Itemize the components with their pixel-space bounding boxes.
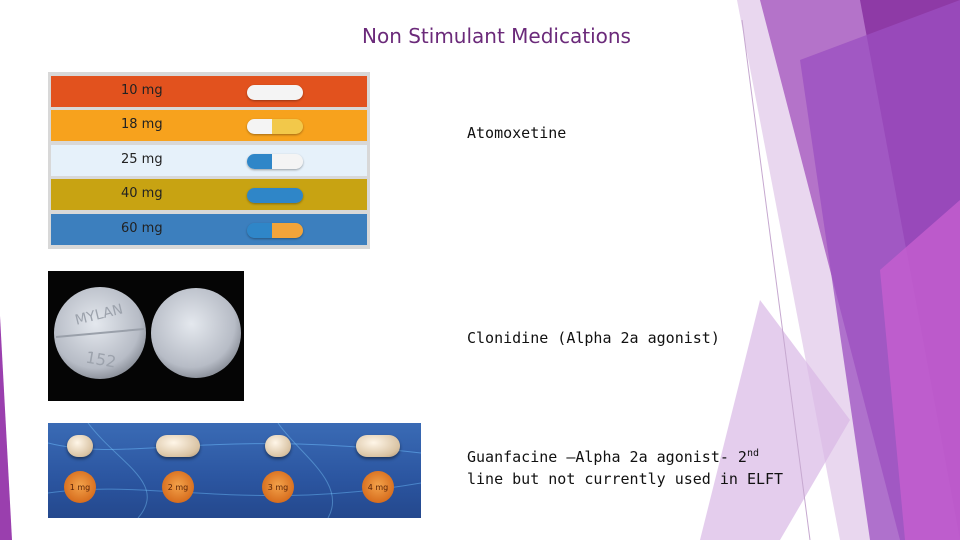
atomoxetine-label: Atomoxetine xyxy=(467,124,567,142)
dose-row: 40 mg xyxy=(51,179,367,211)
guanfacine-photo: 1 mg 2 mg 3 mg 4 mg xyxy=(48,423,421,518)
dose-row: 60 mg xyxy=(51,213,367,245)
slide-title: Non Stimulant Medications xyxy=(362,24,631,48)
dose-label: 10 mg xyxy=(121,83,163,98)
guanfacine-pill xyxy=(356,435,400,457)
guanfacine-dose-badge: 3 mg xyxy=(262,471,294,503)
dose-label: 25 mg xyxy=(121,151,163,167)
atomoxetine-dose-chart: 10 mg 18 mg 25 mg 40 mg 60 mg xyxy=(48,72,370,249)
guanfacine-dose-badge: 1 mg xyxy=(64,471,96,503)
clonidine-tablets-image: MYLAN 152 xyxy=(54,287,241,379)
guanfacine-dose-label: 1 mg xyxy=(69,482,91,492)
guanfacine-label-line2: line but not currently used in ELFT xyxy=(467,470,784,488)
capsule-image xyxy=(247,153,303,169)
clonidine-photo: MYLAN 152 xyxy=(48,271,244,401)
dose-label: 18 mg xyxy=(121,117,163,133)
guanfacine-label-sup: nd xyxy=(746,448,760,459)
clonidine-tablet-back xyxy=(151,288,241,378)
guanfacine-label: Guanfacine –Alpha 2a agonist- 2nd line b… xyxy=(467,443,783,490)
dose-row: 18 mg xyxy=(51,110,367,142)
guanfacine-dose-badge: 2 mg xyxy=(162,471,194,503)
dose-row: 10 mg xyxy=(51,76,367,107)
guanfacine-dose-label: 3 mg xyxy=(267,482,289,492)
deco-left-sliver xyxy=(0,316,12,540)
guanfacine-dose-label: 2 mg xyxy=(167,482,189,492)
deco-shape-lavender xyxy=(700,300,850,540)
guanfacine-pill xyxy=(67,435,93,457)
capsule-image xyxy=(247,85,303,100)
guanfacine-label-line1: Guanfacine –Alpha 2a agonist- 2 xyxy=(467,448,747,466)
guanfacine-pill xyxy=(156,435,200,457)
guanfacine-dose-label: 4 mg xyxy=(367,482,389,492)
capsule-image xyxy=(247,119,303,135)
capsule-image xyxy=(247,188,303,204)
dose-label: 60 mg xyxy=(121,220,163,236)
guanfacine-dose-badge: 4 mg xyxy=(362,471,394,503)
deco-line xyxy=(741,19,811,540)
clonidine-score-line xyxy=(55,328,145,338)
guanfacine-pill xyxy=(265,435,291,457)
deco-shape-pink xyxy=(880,200,960,540)
clonidine-label: Clonidine (Alpha 2a agonist) xyxy=(467,329,720,347)
dose-label: 40 mg xyxy=(121,186,163,202)
dose-row: 25 mg xyxy=(51,144,367,176)
capsule-image xyxy=(247,222,303,238)
